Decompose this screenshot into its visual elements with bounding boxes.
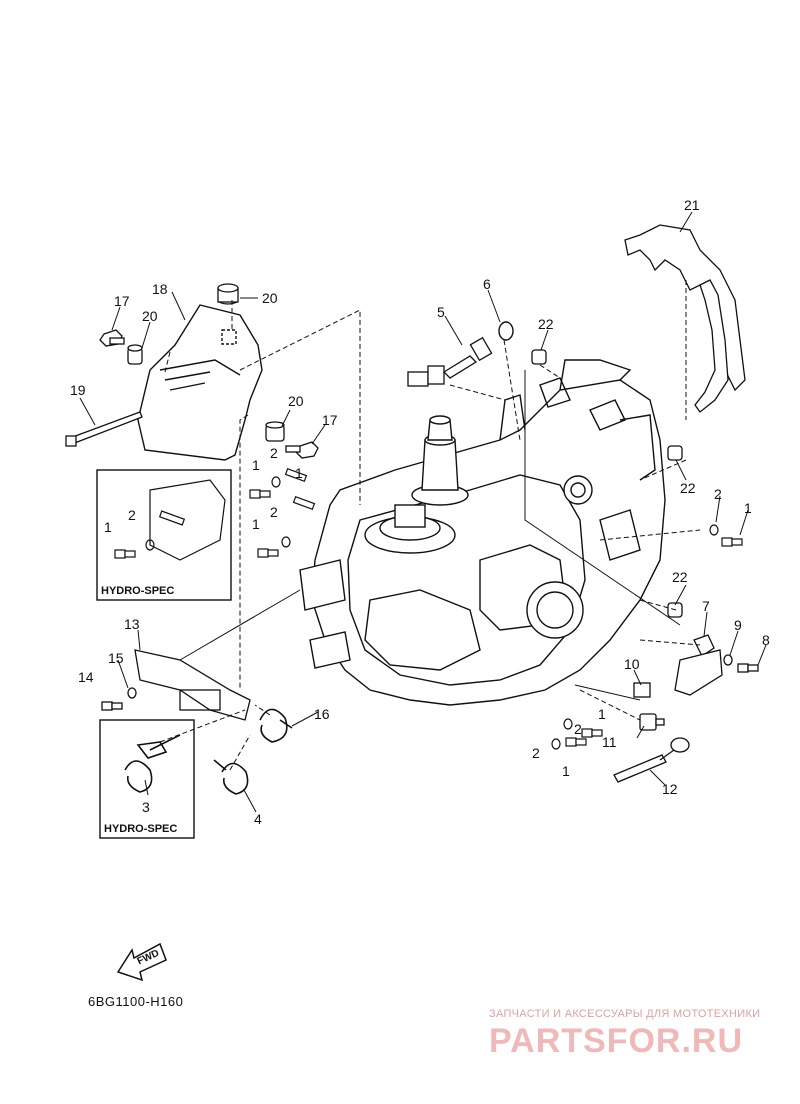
label-22-top: 22: [538, 316, 554, 332]
label-4: 4: [254, 811, 262, 827]
label-9: 9: [734, 617, 742, 633]
label-16: 16: [314, 706, 330, 722]
watermark-tagline: ЗАПЧАСТИ И АКСЕССУАРЫ ДЛЯ МОТОТЕХНИКИ: [489, 1008, 761, 1020]
bolt-17-left: [99, 329, 125, 347]
hydro-spec-inset-lower: 3 HYDRO-SPEC: [99, 719, 195, 839]
label-17-right: 17: [322, 412, 338, 428]
cable-tie-19: [65, 411, 143, 447]
washer-2-b: [281, 536, 291, 548]
side-cover: [137, 304, 263, 461]
sensor-5: [407, 336, 493, 387]
callout-labels: 17 18 20 20 19 20 17 21 6 5 22 22 2 1 22…: [70, 197, 770, 827]
bracket-10: [633, 649, 723, 698]
label-20-top: 20: [262, 290, 278, 306]
label-19: 19: [70, 382, 86, 398]
bolt-1-d: [581, 728, 603, 738]
hydro-spec-inset-upper: 1 2 HYDRO-SPEC: [96, 469, 232, 601]
inset-lower-title: HYDRO-SPEC: [104, 823, 177, 835]
fwd-arrow-icon: FWD: [116, 942, 167, 982]
label-11: 11: [602, 734, 617, 750]
label-15: 15: [108, 650, 124, 666]
bolt-17-right: [285, 441, 319, 459]
washer-2-d: [551, 718, 573, 750]
grommet-22-b: [667, 445, 683, 461]
label-1-d: 1: [598, 706, 606, 722]
bolt-1-b: [257, 548, 279, 558]
label-2-right: 2: [714, 486, 722, 502]
crankshaft-top: [364, 415, 469, 554]
inset-upper-label-1: 1: [104, 519, 112, 535]
clamp-4: [213, 759, 249, 795]
label-22-low: 22: [672, 569, 688, 585]
label-12: 12: [662, 781, 678, 797]
bolt-14: [101, 701, 123, 711]
fitting-1: [284, 467, 316, 511]
label-6: 6: [483, 276, 491, 292]
label-7: 7: [702, 598, 710, 614]
inset-upper-title: HYDRO-SPEC: [101, 585, 174, 597]
washer-15: [127, 687, 137, 699]
label-2-e: 2: [532, 745, 540, 761]
o-ring-6: [498, 321, 514, 341]
clamp-16: [259, 708, 293, 743]
label-21: 21: [684, 197, 700, 213]
label-8: 8: [762, 632, 770, 648]
leader-lines: [79, 211, 767, 813]
label-1-pipe: 1: [295, 465, 303, 481]
label-2-a: 2: [270, 445, 278, 461]
label-1-e: 1: [562, 763, 570, 779]
probe-12: [613, 737, 690, 783]
label-20-right: 20: [288, 393, 304, 409]
washer-2-c: [709, 524, 719, 536]
bolt-1-c: [721, 537, 743, 547]
clamp-7: [693, 634, 715, 657]
label-22-mid: 22: [680, 480, 696, 496]
inset-upper-label-2: 2: [128, 507, 136, 523]
washer-9: [723, 654, 733, 666]
grommet-20-top: [217, 283, 239, 305]
grommet-22-a: [531, 349, 547, 365]
label-1-right: 1: [744, 500, 752, 516]
label-13: 13: [124, 616, 140, 632]
label-10: 10: [624, 656, 640, 672]
engine-block: [299, 359, 666, 706]
assembly-guides: [159, 280, 701, 771]
bracket-21: [624, 224, 746, 413]
label-5: 5: [437, 304, 445, 320]
label-2-d: 2: [574, 721, 582, 737]
inset-lower-label-3: 3: [142, 799, 150, 815]
label-17-left: 17: [114, 293, 130, 309]
label-20-left: 20: [142, 308, 158, 324]
label-14: 14: [78, 669, 94, 685]
bolt-1-e: [565, 737, 587, 747]
label-18: 18: [152, 281, 168, 297]
grommet-20-left: [127, 344, 143, 365]
watermark-brand: PARTSFOR.RU: [489, 1022, 744, 1060]
exploded-frame: [179, 370, 681, 701]
bracket-13: [134, 649, 251, 721]
label-1-a: 1: [252, 457, 260, 473]
bolt-1-a: [249, 489, 271, 499]
grommet-20-right: [265, 421, 285, 442]
diagram-part-code: 6BG1100-H160: [88, 994, 184, 1009]
label-2-b: 2: [270, 504, 278, 520]
label-1-b: 1: [252, 516, 260, 532]
bolt-8: [737, 663, 759, 673]
washer-2-a: [271, 476, 281, 488]
